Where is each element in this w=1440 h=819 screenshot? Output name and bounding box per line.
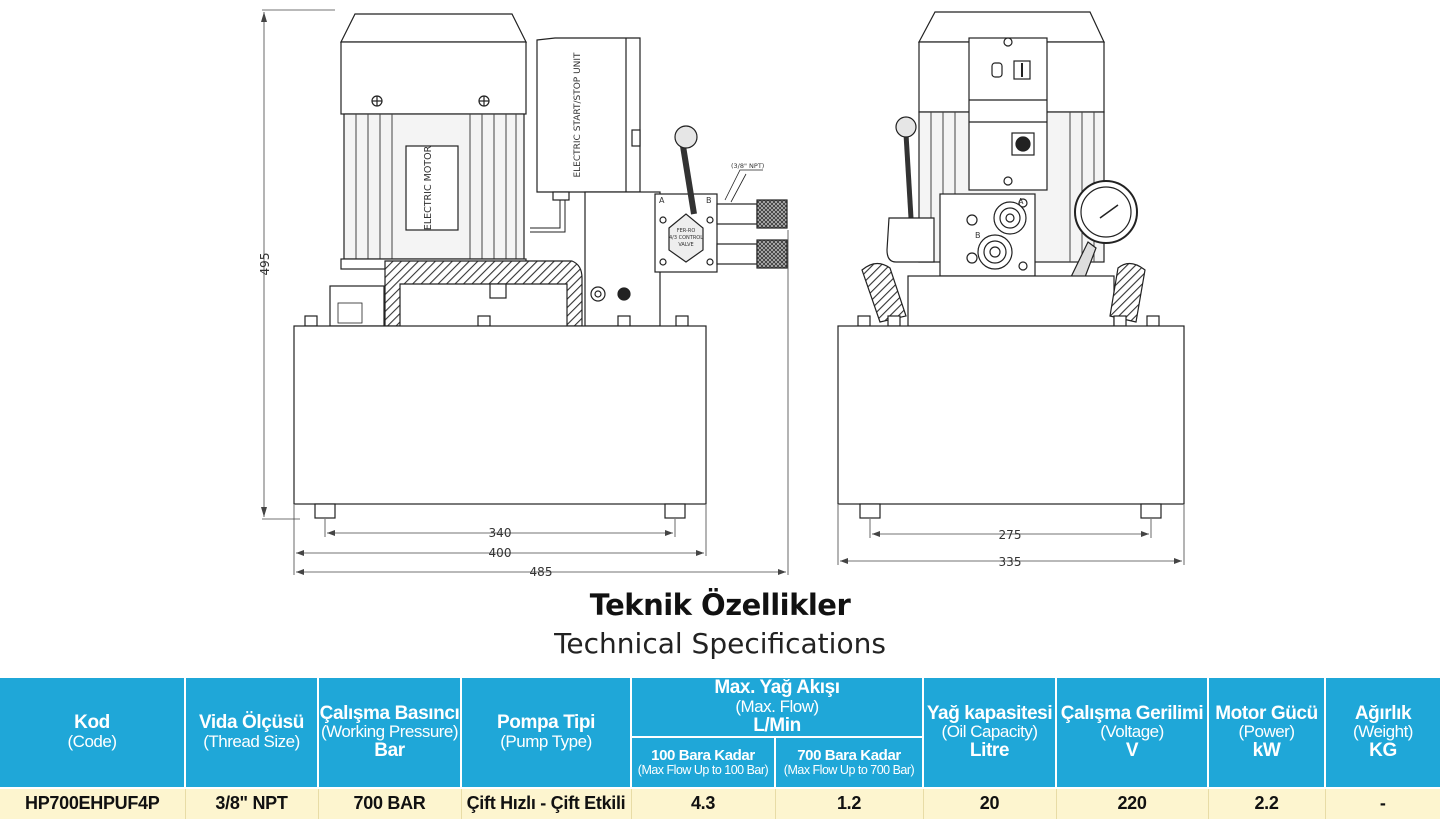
npt-label: (3/8" NPT) bbox=[731, 162, 764, 170]
dim-height: 495 bbox=[258, 253, 272, 276]
dim-front-mid: 400 bbox=[489, 546, 512, 560]
header-pressure: Çalışma Basıncı(Working Pressure)Bar bbox=[318, 678, 462, 789]
cell-pressure: 700 BAR bbox=[318, 787, 462, 819]
port-b-label: B bbox=[706, 196, 712, 205]
cell-thread: 3/8" NPT bbox=[185, 787, 319, 819]
title-english: Technical Specifications bbox=[554, 627, 886, 660]
front-view bbox=[261, 9, 789, 575]
header-flow: Max. Yağ Akışı (Max. Flow) L/Min bbox=[631, 678, 925, 738]
header-pump: Pompa Tipi(Pump Type) bbox=[461, 678, 632, 789]
table-row: HP700EHPUF4P 3/8" NPT 700 BAR Çift Hızlı… bbox=[0, 787, 1440, 819]
cell-flow-100: 4.3 bbox=[631, 787, 776, 819]
cell-voltage: 220 bbox=[1056, 787, 1209, 819]
technical-drawing: 495 ELECTRIC MOTOR ELECTRIC START/STOP U… bbox=[258, 9, 1185, 579]
spec-table: Kod(Code) Vida Ölçüsü(Thread Size) Çalış… bbox=[0, 678, 1440, 819]
port-a-label: A bbox=[659, 196, 665, 205]
side-port-a-label: A bbox=[1018, 197, 1024, 206]
title-turkish: Teknik Özellikler bbox=[589, 588, 851, 622]
header-voltage: Çalışma Gerilimi(Voltage)V bbox=[1056, 678, 1210, 789]
cell-code: HP700EHPUF4P bbox=[0, 787, 186, 819]
dim-front-outer: 485 bbox=[530, 565, 553, 579]
header-flow-100: 100 Bara Kadar(Max Flow Up to 100 Bar) bbox=[631, 736, 776, 789]
dim-side-outer: 335 bbox=[999, 555, 1022, 569]
header-thread: Vida Ölçüsü(Thread Size) bbox=[185, 678, 319, 789]
header-oil: Yağ kapasitesi(Oil Capacity)Litre bbox=[923, 678, 1058, 789]
cell-pump: Çift Hızlı - Çift Etkili bbox=[461, 787, 632, 819]
side-view bbox=[837, 11, 1185, 565]
cell-power: 2.2 bbox=[1208, 787, 1326, 819]
header-power: Motor Gücü(Power)kW bbox=[1208, 678, 1327, 789]
valve-word: VALVE bbox=[678, 242, 693, 248]
valve-model: 4/3 CONTROL bbox=[669, 235, 703, 241]
side-port-b-label: B bbox=[975, 231, 981, 240]
dim-front-inner: 340 bbox=[489, 526, 512, 540]
cell-flow-700: 1.2 bbox=[775, 787, 924, 819]
motor-label: ELECTRIC MOTOR bbox=[423, 145, 434, 230]
dim-side-inner: 275 bbox=[999, 528, 1022, 542]
cell-oil: 20 bbox=[923, 787, 1057, 819]
start-stop-label: ELECTRIC START/STOP UNIT bbox=[573, 52, 583, 178]
header-code: Kod(Code) bbox=[0, 678, 186, 789]
cell-weight: - bbox=[1325, 787, 1440, 819]
header-flow-700: 700 Bara Kadar(Max Flow Up to 700 Bar) bbox=[775, 736, 925, 789]
valve-brand: FER-RO bbox=[677, 228, 696, 234]
header-weight: Ağırlık(Weight)KG bbox=[1325, 678, 1440, 789]
